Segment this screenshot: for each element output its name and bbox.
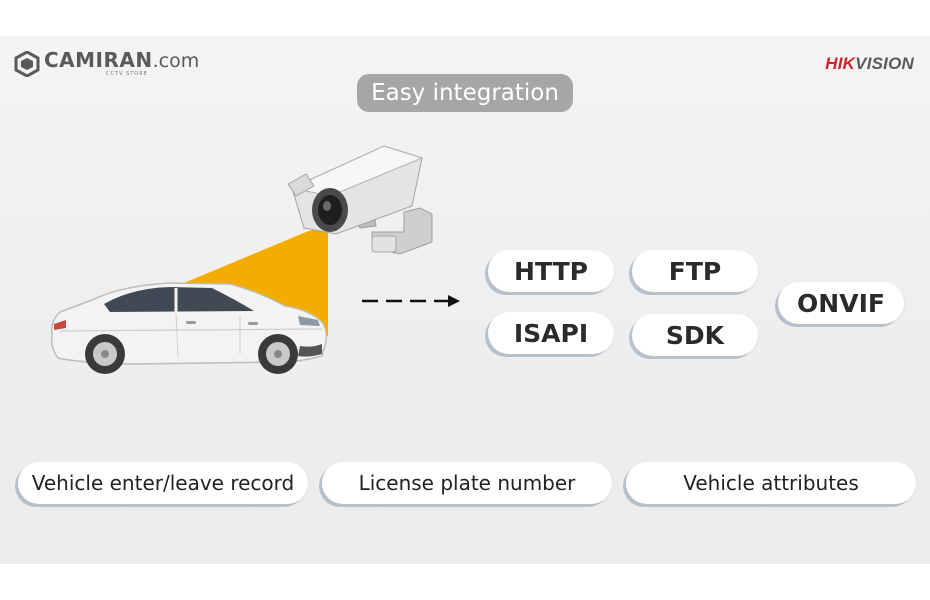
hikvision-gray-text: VISION [855,54,914,73]
cctv-camera-icon [287,145,433,255]
title-pill: Easy integration [357,74,573,112]
camiran-tld-text: .com [152,50,200,72]
protocol-pill-ftp: FTP [632,250,758,292]
attribute-pill-enter-leave: Vehicle enter/leave record [18,462,308,504]
protocol-pill-isapi: ISAPI [488,312,614,354]
hikvision-red-text: HIK [825,54,856,73]
protocol-pill-onvif: ONVIF [778,282,904,324]
dashed-arrow-icon [362,295,460,307]
slide-canvas: CAMIRAN .com CCTV STORE HIKVISION Easy i… [0,36,930,564]
protocol-pill-sdk: SDK [632,314,758,356]
hikvision-logo: HIKVISION [825,54,914,74]
camiran-sub-text: CCTV STORE [106,71,148,77]
camiran-logo: CAMIRAN .com CCTV STORE [14,50,199,77]
camiran-brand-text: CAMIRAN [44,48,153,72]
car-icon [50,282,328,374]
attribute-pill-vehicle-attributes: Vehicle attributes [626,462,916,504]
attribute-pill-license-plate: License plate number [322,462,612,504]
camiran-logo-icon [14,50,40,77]
protocol-pill-http: HTTP [488,250,614,292]
camera-car-illustration [50,145,460,374]
